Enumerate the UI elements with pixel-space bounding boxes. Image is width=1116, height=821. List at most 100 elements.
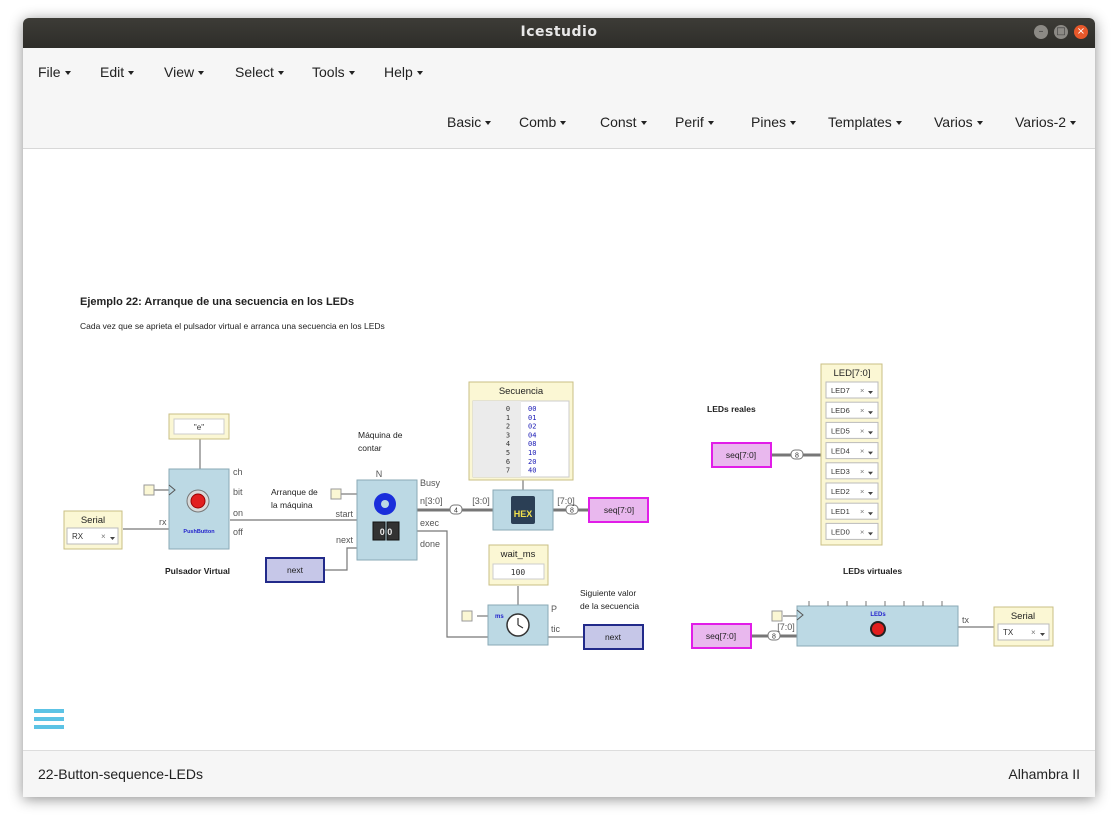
toolbar-basic[interactable]: Basic — [447, 114, 491, 130]
string-const-field[interactable] — [173, 418, 225, 435]
toolbar-comb[interactable]: Comb — [519, 114, 566, 130]
seq-label-virtual[interactable] — [691, 623, 752, 649]
bus-size-8: 8 — [772, 634, 776, 641]
menu-file[interactable]: File — [38, 64, 71, 80]
port-next: next — [336, 535, 354, 545]
led-pin-clear-icon[interactable]: × — [860, 487, 864, 496]
port-bit: bit — [233, 487, 243, 497]
status-bar: 22-Button-sequence-LEDs Alhambra II — [23, 750, 1095, 797]
close-button[interactable]: × — [1074, 25, 1088, 39]
secuencia-value: 20 — [528, 458, 536, 466]
serial-in-select[interactable] — [66, 527, 119, 545]
seq-label-in-text: seq[7:0] — [726, 450, 756, 460]
led-pin-clear-icon[interactable]: × — [860, 527, 864, 536]
wire-exec — [417, 530, 488, 638]
port-n: n[3:0] — [420, 496, 443, 506]
toolbar-const[interactable]: Const — [600, 114, 647, 130]
seq-label-in[interactable] — [711, 442, 772, 468]
led-pin-select[interactable] — [825, 381, 879, 399]
serial-in-clear-icon[interactable]: × — [101, 532, 106, 541]
toolbar-varios-2[interactable]: Varios-2 — [1015, 114, 1076, 130]
led-pin-label: LED3 — [831, 467, 850, 476]
led-pin-select[interactable] — [825, 442, 879, 460]
timer-input-square[interactable] — [461, 610, 473, 622]
led-pin-label: LED0 — [831, 527, 850, 536]
clock-mark-icon — [168, 484, 176, 496]
bus-size-badge — [767, 630, 781, 641]
secuencia-address: 0 — [506, 405, 510, 413]
seq-label-virtual-text: seq[7:0] — [706, 631, 736, 641]
led-pin-clear-icon[interactable]: × — [860, 447, 864, 456]
maximize-button[interactable]: □ — [1054, 25, 1068, 39]
status-board[interactable]: Alhambra II — [1008, 766, 1080, 782]
port-busy: Busy — [420, 478, 441, 488]
hamburger-menu-icon[interactable] — [34, 709, 64, 735]
led-pin-select[interactable] — [825, 502, 879, 520]
port-tx: tx — [962, 615, 970, 625]
led-pin-select[interactable] — [825, 522, 879, 540]
led-pin-clear-icon[interactable]: × — [860, 426, 864, 435]
secuencia-address: 1 — [506, 414, 510, 422]
app-window: Icestudio – □ × File Edit View Select To… — [23, 18, 1095, 797]
menu-tools[interactable]: Tools — [312, 64, 355, 80]
wire-next — [325, 547, 357, 571]
chevron-down-icon — [868, 431, 873, 435]
secuencia-address: 7 — [506, 467, 510, 475]
bus-size-badge — [790, 449, 804, 460]
led-pin-label: LED5 — [831, 426, 850, 435]
led-pin-select[interactable] — [825, 482, 879, 500]
seq-label-out[interactable] — [588, 497, 649, 523]
menu-select[interactable]: Select — [235, 64, 284, 80]
hex-label: HEX — [514, 509, 533, 519]
secuencia-value: 10 — [528, 449, 536, 457]
menu-edit[interactable]: Edit — [100, 64, 134, 80]
design-canvas[interactable]: .blk { fill:#bcd9e4; stroke:#8aa9b6; str… — [23, 149, 1095, 749]
chevron-down-icon — [868, 532, 873, 536]
toolbar-templates[interactable]: Templates — [828, 114, 902, 130]
menu-bar: File Edit View Select Tools Help — [23, 48, 1095, 98]
serial-out-select[interactable] — [997, 623, 1050, 641]
counter-digits: 0 0 — [380, 527, 393, 537]
led-pin-label: LED2 — [831, 487, 850, 496]
chevron-down-icon — [868, 451, 873, 455]
led-pin-label: LED6 — [831, 406, 850, 415]
chevron-down-icon — [110, 537, 115, 540]
maquina-block[interactable] — [356, 479, 418, 561]
chevron-down-icon — [868, 391, 873, 394]
secuencia-value: 02 — [528, 423, 536, 431]
led-pin-clear-icon[interactable]: × — [860, 386, 864, 395]
menu-help[interactable]: Help — [384, 64, 423, 80]
arranque-input-square[interactable] — [330, 488, 342, 500]
secuencia-header: Secuencia — [499, 386, 544, 397]
serial-out-clear-icon[interactable]: × — [1031, 628, 1036, 637]
bus-size-8: 8 — [570, 508, 574, 515]
next-label-in[interactable] — [265, 557, 325, 583]
next-label-out[interactable] — [583, 624, 644, 650]
chevron-down-icon — [1040, 633, 1045, 636]
serial-out-header: Serial — [1011, 611, 1035, 622]
toolbar-varios[interactable]: Varios — [934, 114, 983, 130]
chevron-down-icon — [868, 471, 873, 475]
secuencia-value: 01 — [528, 414, 536, 422]
toolbar-perif[interactable]: Perif — [675, 114, 714, 130]
led-pin-clear-icon[interactable]: × — [860, 467, 864, 476]
menu-view[interactable]: View — [164, 64, 204, 80]
hex-icon — [511, 496, 535, 524]
serial-in-pin: RX — [72, 532, 84, 541]
minimize-button[interactable]: – — [1034, 25, 1048, 39]
wait-ms-field[interactable] — [492, 563, 545, 580]
diagram-subtitle: Cada vez que se aprieta el pulsador virt… — [80, 321, 385, 331]
leds-input-square[interactable] — [771, 610, 783, 622]
led-pin-clear-icon[interactable]: × — [860, 406, 864, 415]
led-pin-select[interactable] — [825, 421, 879, 439]
port-exec: exec — [420, 518, 440, 528]
led-pin-select[interactable] — [825, 462, 879, 480]
led-pin-select[interactable] — [825, 401, 879, 419]
button-input-square[interactable] — [143, 484, 155, 496]
gear-hole-icon — [381, 500, 389, 508]
toolbar-pines[interactable]: Pines — [751, 114, 796, 130]
secuencia-address: 4 — [506, 440, 510, 448]
window-title: Icestudio — [520, 24, 598, 40]
led-pin-clear-icon[interactable]: × — [860, 507, 864, 516]
